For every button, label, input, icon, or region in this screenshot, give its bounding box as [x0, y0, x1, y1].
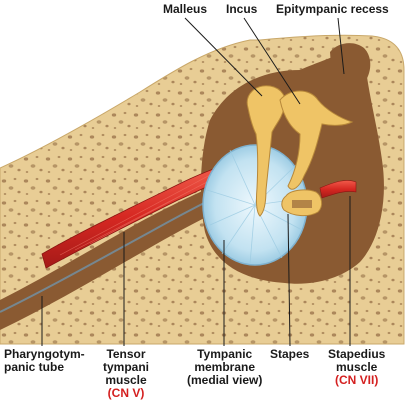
malleus [246, 85, 286, 217]
label-stapedius-muscle: Stapedius muscle (CN VII) [328, 348, 385, 387]
label-tensor-line3: muscle [105, 373, 147, 387]
label-stapedius-nerve: (CN VII) [335, 373, 379, 387]
label-pharyngotympanic-line1: Pharyngotym- [4, 347, 85, 361]
label-epitympanic-recess: Epitympanic recess [276, 2, 389, 16]
epitympanic-recess [330, 43, 371, 80]
label-malleus: Malleus [163, 2, 208, 16]
pharyngotympanic-tube [0, 186, 220, 330]
label-tensor-tympani: Tensor tympani muscle (CN V) [103, 348, 149, 400]
label-stapedius-line2: muscle [336, 360, 378, 374]
label-pharyngotympanic-tube: Pharyngotym- panic tube [4, 348, 85, 374]
label-tympanic-membrane: Tympanic membrane (medial view) [187, 348, 262, 387]
label-stapes: Stapes [270, 347, 310, 361]
label-incus: Incus [226, 2, 258, 16]
label-tensor-nerve: (CN V) [107, 386, 145, 400]
label-tensor-line2: tympani [103, 360, 150, 374]
label-stapedius-line1: Stapedius [328, 347, 386, 361]
label-tensor-line1: Tensor [106, 347, 146, 361]
label-tympanic-line3: (medial view) [187, 373, 263, 387]
label-pharyngotympanic-line2: panic tube [4, 360, 65, 374]
leader-lines [41, 17, 351, 347]
incus [279, 90, 354, 190]
label-tympanic-line1: Tympanic [197, 347, 253, 361]
stapedius-muscle [319, 180, 357, 199]
label-tympanic-line2: membrane [194, 360, 256, 374]
